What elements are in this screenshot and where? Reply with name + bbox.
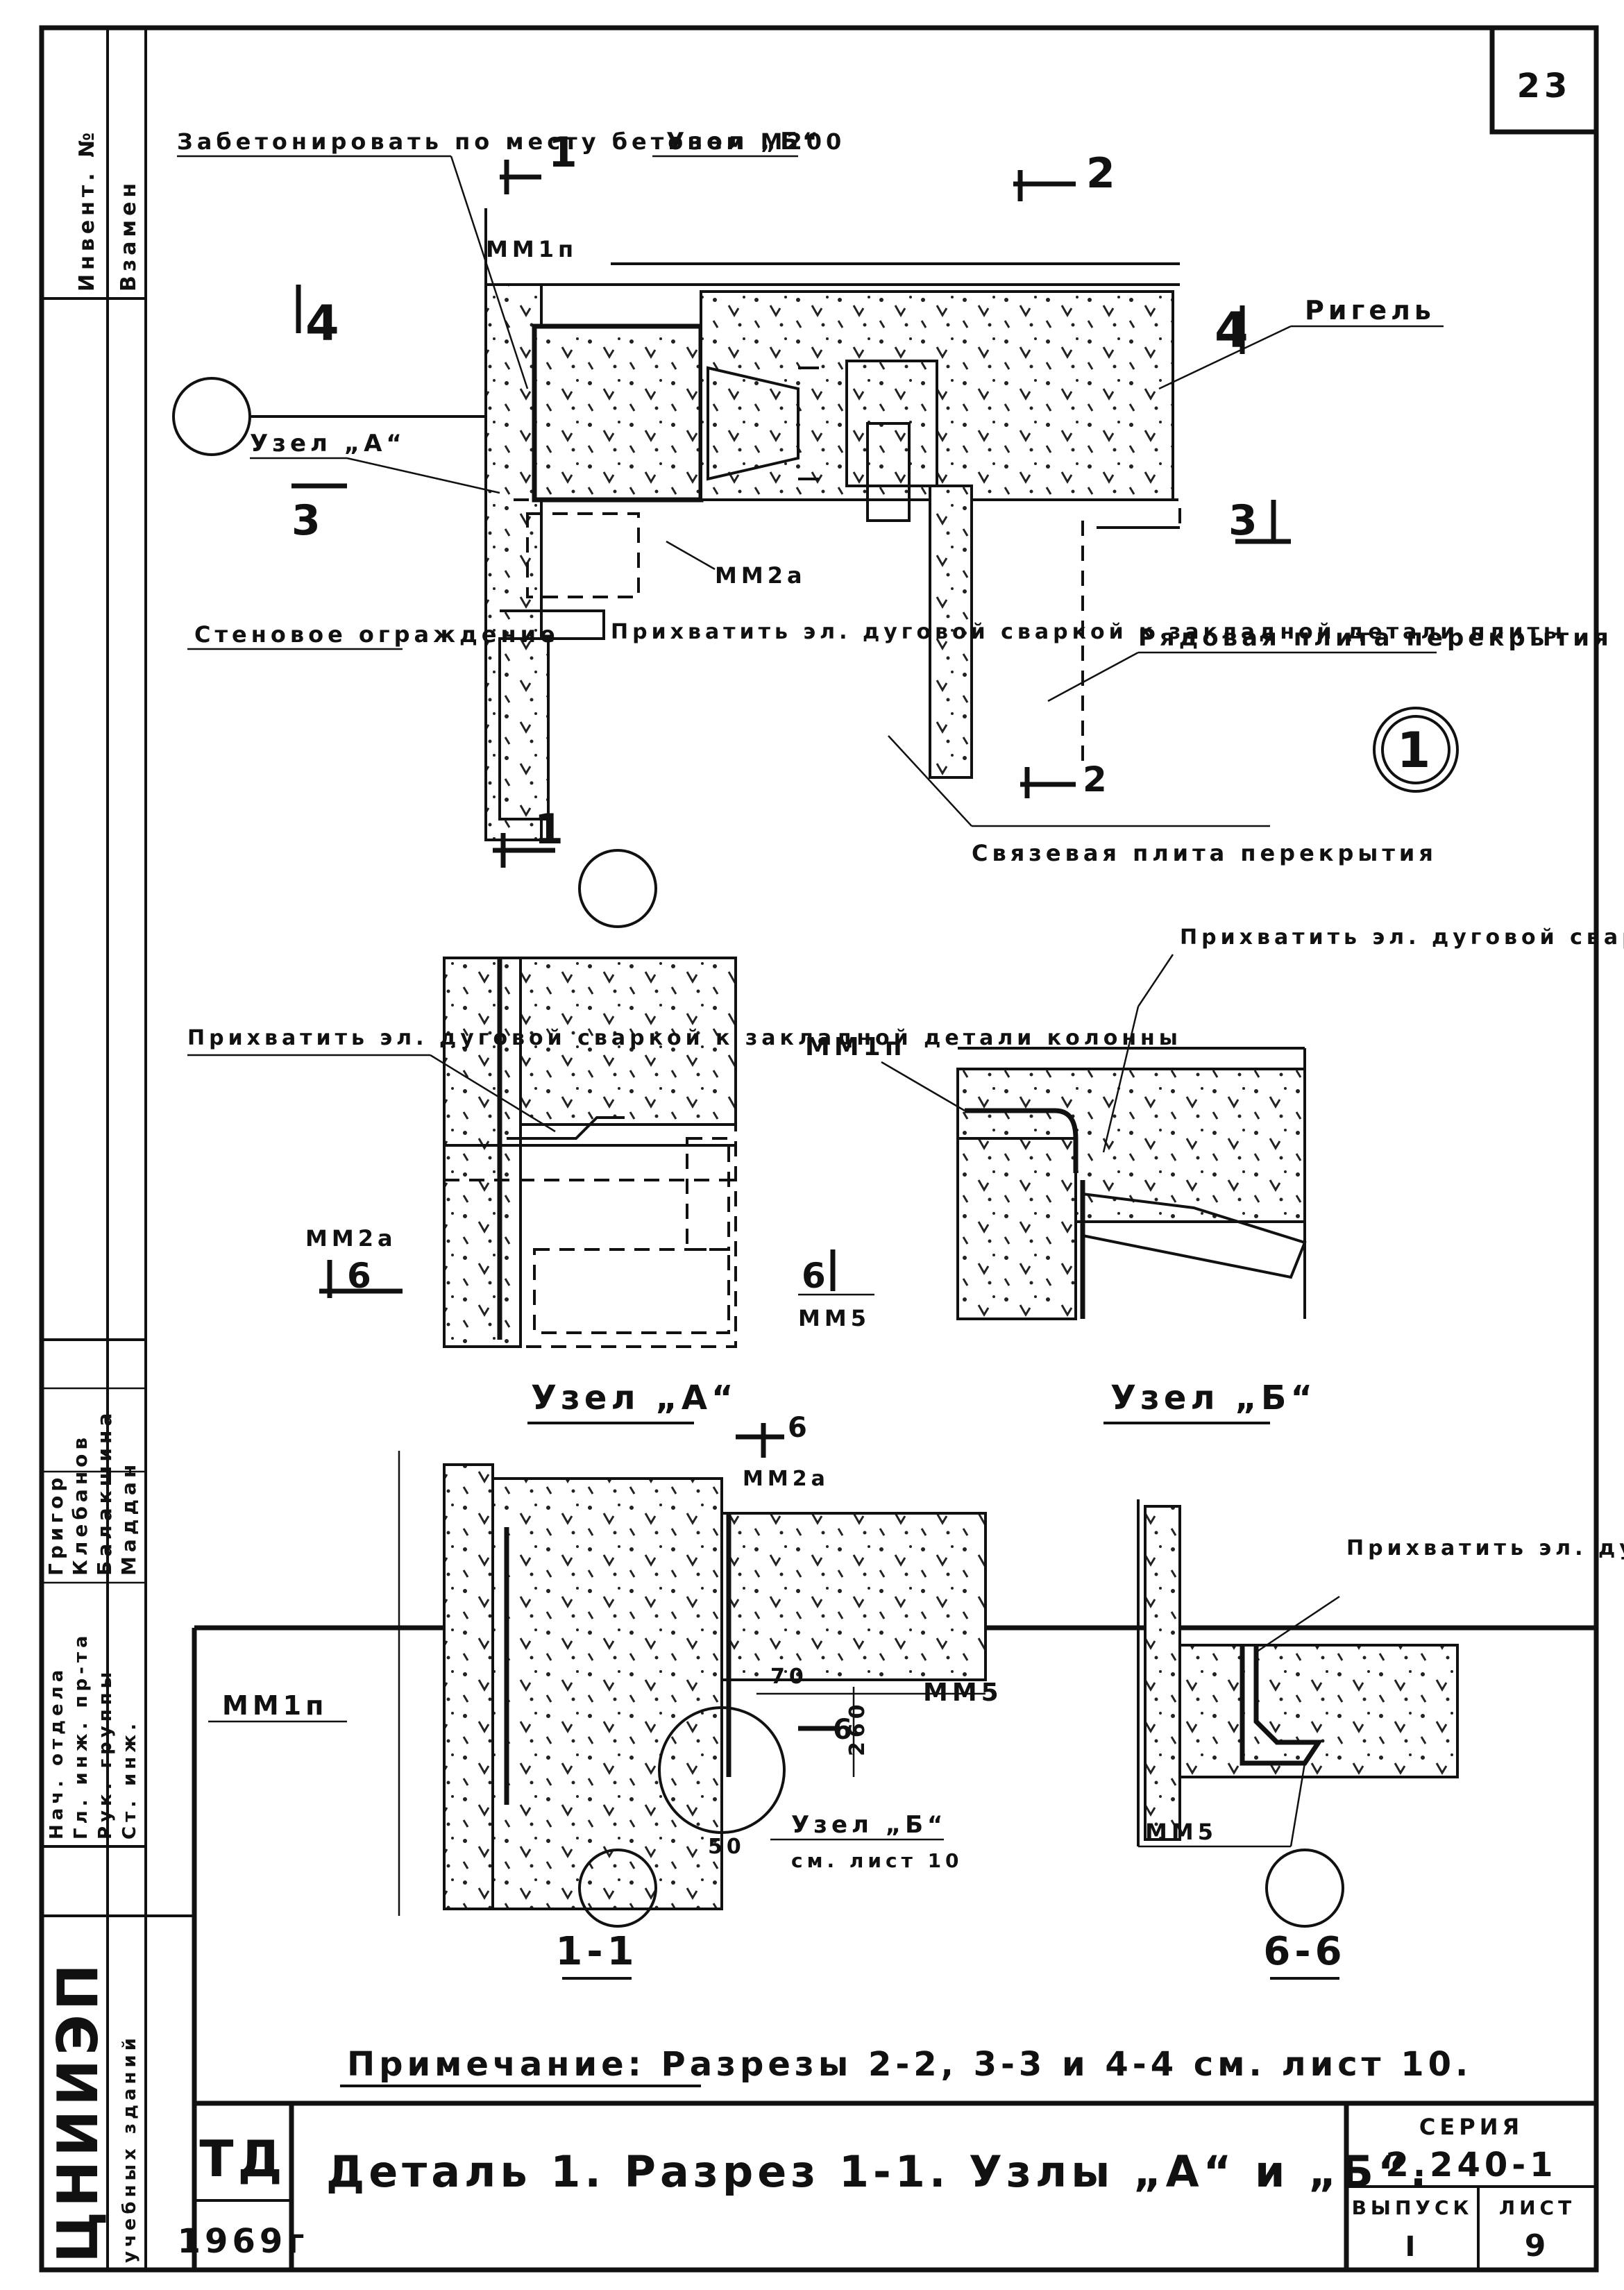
section-6-6: 6-6 Прихватить эл. дуговой сваркой ММ5 (1137, 1499, 1624, 1980)
label-slab-tie: Связевая плита перекрытия (972, 840, 1437, 866)
sheet-number-top: 23 (1517, 67, 1572, 106)
s66-weld-label: Прихватить эл. дуговой сваркой (1346, 1536, 1624, 1560)
role-4: Ст. инж. (119, 1719, 140, 1839)
uzel-a: Узел „А“ Прихватить эл. дуговой сваркой … (187, 957, 1182, 1424)
td-mark: ТД (199, 2130, 286, 2188)
section-1-1-title: 1-1 (555, 1929, 638, 1974)
svg-text:6: 6 (347, 1256, 375, 1296)
detail1-badge: 1 (1397, 722, 1435, 779)
svg-text:3: 3 (1228, 496, 1262, 545)
sheet-note: Примечание: Разрезы 2-2, 3-3 и 4-4 см. л… (347, 2045, 1472, 2084)
institute-sub: учебных зданий (119, 2034, 140, 2263)
section-mark-2-top: 2 (1013, 149, 1119, 201)
svg-text:1: 1 (534, 805, 568, 854)
label-wall: Стеновое ограждение (194, 621, 559, 648)
section-6-6-title: 6-6 (1263, 1929, 1346, 1974)
uzel-a-mm5: ММ5 (798, 1305, 870, 1331)
svg-text:6: 6 (802, 1256, 830, 1296)
uzel-b-mm1p: ММ1п (805, 1033, 906, 1061)
svg-text:3: 3 (291, 496, 325, 545)
uzel-b-weld-label: Прихватить эл. дуговой сваркой к закладн… (1180, 925, 1624, 950)
invent-label: Инвент. № (75, 128, 99, 292)
year: 1969г (178, 2222, 309, 2261)
name-3: Балакшина (93, 1409, 116, 1576)
s11-dim-260: 260 (845, 1700, 870, 1756)
label-weld-d1: Прихватить эл. дуговой сваркой к закладн… (611, 620, 1566, 644)
label-concrete: Забетонировать по месту бетоном М200 (177, 128, 845, 155)
section-mark-3-left: 3 (291, 483, 347, 545)
svg-text:1: 1 (548, 128, 582, 177)
uzel-a-mm2a: ММ2а (305, 1225, 397, 1252)
s11-dim-50: 50 (708, 1835, 745, 1859)
label-rigel: Ригель (1305, 295, 1435, 326)
name-4: Маддан (117, 1460, 140, 1576)
s11-dim-70: 70 (770, 1665, 808, 1689)
sheet-number-box: 23 (1489, 25, 1599, 135)
s11-mm2a: ММ2а (743, 1467, 829, 1491)
svg-text:4: 4 (305, 295, 344, 352)
svg-text:6: 6 (788, 1412, 811, 1444)
svg-text:2: 2 (1083, 759, 1111, 800)
label-mm2a-d1: ММ2а (715, 562, 806, 589)
list-value: 9 (1525, 2228, 1550, 2264)
svg-text:6: 6 (833, 1714, 856, 1746)
series-value: 2.240-1 (1385, 2146, 1557, 2184)
name-2: Клебанов (69, 1433, 92, 1576)
issue-value: I (1405, 2231, 1420, 2263)
side-stamp: Инвент. № Взамен Нач. отдела Гл. инж. пр… (42, 28, 197, 2270)
list-label: ЛИСТ (1499, 2196, 1575, 2219)
label-uzel-a-d1: Узел „А“ (250, 430, 406, 457)
name-1: Григор (44, 1474, 67, 1576)
uzel-a-section-mark: 6 (319, 1256, 403, 1298)
s11-mm5: ММ5 (923, 1678, 1003, 1707)
uzel-a-title: Узел „А“ (531, 1379, 738, 1417)
uzel-b-title: Узел „Б“ (1110, 1379, 1317, 1417)
label-slab-row: Рядовая плита перекрытия (1138, 624, 1613, 652)
section-mark-1-bottom: 1 (493, 805, 568, 868)
series-label: СЕРИЯ (1419, 2114, 1523, 2140)
s66-mm5: ММ5 (1145, 1819, 1217, 1845)
role-2: Гл. инж. пр-та (71, 1631, 92, 1839)
section-mark-4-right: 4 (1215, 302, 1253, 359)
detail-1: 1 1 2 4 4 3 3 (172, 128, 1613, 928)
label-uzel-b-d1: Узел „Б“ (666, 128, 822, 155)
s11-ref-sub: см. лист 10 (791, 1849, 963, 1872)
s11-section-mark: 6 6 (736, 1412, 856, 1746)
uzel-a-weld-label: Прихватить эл. дуговой сваркой к закладн… (187, 1026, 1182, 1050)
section-1-1: 1-1 ММ2а ММ1п ММ5 70 260 50 6 6 Узел „Б“… (208, 1412, 1003, 1980)
label-mm1p-top: ММ1п (486, 236, 577, 262)
title-block: ТД 1969г Деталь 1. Разрез 1-1. Узлы „А“ … (178, 2100, 1596, 2270)
issue-label: ВЫПУСК (1352, 2196, 1473, 2219)
section-mark-3-right: 3 (1228, 496, 1291, 545)
institute-name: ЦНИИЭП (46, 1960, 110, 2263)
sheet-title: Деталь 1. Разрез 1-1. Узлы „А“ и „Б“. (326, 2146, 1430, 2197)
svg-text:4: 4 (1215, 302, 1253, 359)
s11-ref-uzel-b: Узел „Б“ (791, 1811, 947, 1839)
uzel-b: Узел „Б“ Прихватить эл. дуговой сваркой … (805, 925, 1624, 1424)
section-mark-1-top: 1 (500, 128, 582, 194)
role-1: Нач. отдела (46, 1666, 67, 1839)
s11-mm1p: ММ1п (222, 1690, 328, 1721)
role-3: Рук. группы (95, 1668, 116, 1839)
section-mark-2-bottom: 2 (1020, 759, 1111, 800)
uzel-a-mm5-mark: 6 ММ5 (798, 1249, 874, 1331)
vzamen-label: Взамен (117, 179, 141, 292)
section-mark-4-left: 4 (296, 285, 344, 352)
svg-text:2: 2 (1086, 149, 1119, 198)
